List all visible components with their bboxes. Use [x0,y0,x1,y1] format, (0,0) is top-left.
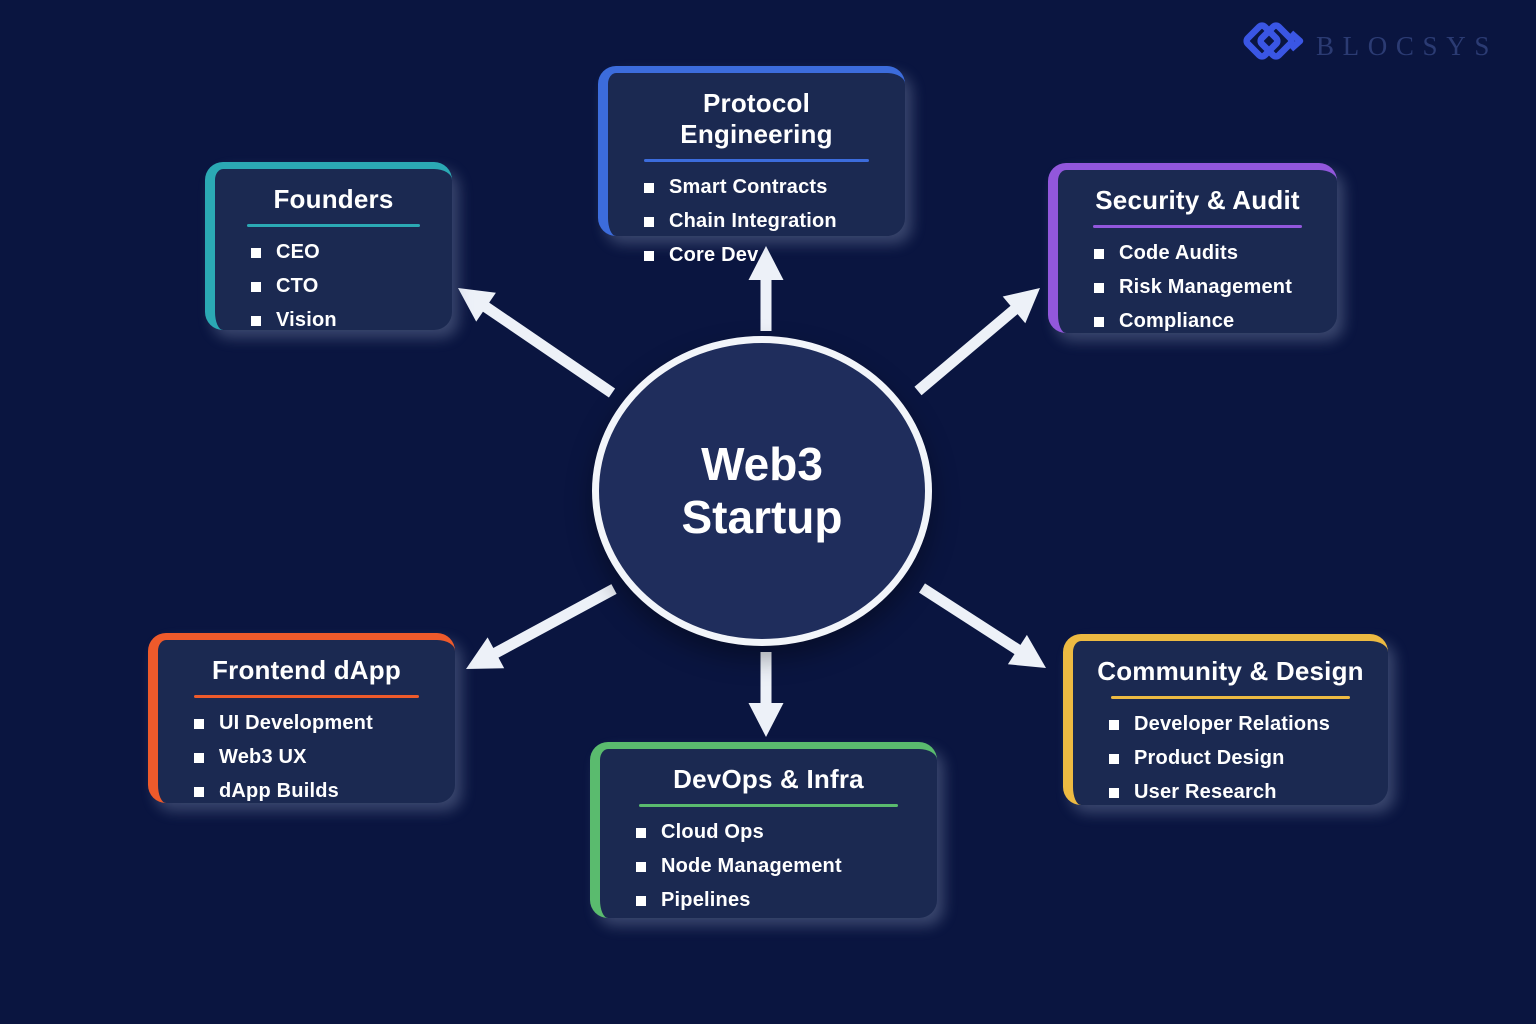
list-item: Core Dev [644,244,887,267]
blocsys-diamonds-icon [1242,18,1304,73]
list-item: Compliance [1094,310,1319,333]
node-security-audit: Security & Audit Code Audits Risk Manage… [1048,163,1337,333]
node-item-list: Smart Contracts Chain Integration Core D… [626,176,887,267]
bullet-square-icon [636,895,646,906]
list-item: User Research [1109,781,1370,804]
bullet-square-icon [251,281,261,292]
title-underline [194,695,419,698]
list-item: UI Development [194,712,437,735]
title-underline [1110,696,1351,699]
node-frontend-dapp: Frontend dApp UI Development Web3 UX dAp… [148,633,455,803]
list-item: Chain Integration [644,210,887,233]
arrow-founders [458,288,616,398]
node-community-design: Community & Design Developer Relations P… [1063,634,1388,805]
arrow-protocol-engineering [748,246,784,331]
brand-logo: BLOCSYS [1242,18,1498,73]
bullet-square-icon [1094,248,1104,259]
list-item: Vision [251,309,434,332]
list-item: Cloud Ops [636,821,919,844]
list-item: Code Audits [1094,242,1319,265]
node-item-list: Developer Relations Product Design User … [1091,713,1370,804]
list-item: CEO [251,241,434,264]
bullet-square-icon [1109,787,1119,798]
bullet-square-icon [1094,282,1104,293]
node-title: Community & Design [1097,656,1364,686]
title-underline [644,159,869,162]
bullet-square-icon [194,752,204,763]
bullet-square-icon [251,247,261,258]
node-item-list: Code Audits Risk Management Compliance [1076,242,1319,333]
bullet-square-icon [194,786,204,797]
brand-name: BLOCSYS [1315,31,1498,61]
title-underline [1093,225,1302,228]
node-title: Protocol Engineering [680,88,833,149]
center-node: Web3 Startup [592,336,932,646]
arrow-frontend-dapp [466,584,617,669]
arrow-security-audit [914,288,1040,396]
node-title: Frontend dApp [212,655,401,685]
node-title: Security & Audit [1095,185,1300,215]
list-item: Developer Relations [1109,713,1370,736]
list-item: Web3 UX [194,746,437,769]
bullet-square-icon [1094,316,1104,327]
bullet-square-icon [194,718,204,729]
bullet-square-icon [644,182,654,193]
list-item: dApp Builds [194,780,437,803]
bullet-square-icon [1109,753,1119,764]
bullet-square-icon [251,315,261,326]
list-item: Risk Management [1094,276,1319,299]
node-title: Founders [273,184,394,214]
node-item-list: CEO CTO Vision [233,241,434,332]
node-item-list: UI Development Web3 UX dApp Builds [176,712,437,803]
title-underline [247,224,420,227]
arrow-devops-infra [748,652,784,737]
center-node-title: Web3 Startup [681,437,843,543]
list-item: Node Management [636,855,919,878]
node-title: DevOps & Infra [673,764,864,794]
bullet-square-icon [636,861,646,872]
arrow-community-design [919,583,1046,668]
node-devops-infra: DevOps & Infra Cloud Ops Node Management… [590,742,937,918]
list-item: CTO [251,275,434,298]
list-item: Product Design [1109,747,1370,770]
node-founders: Founders CEO CTO Vision [205,162,452,332]
node-protocol-engineering: Protocol Engineering Smart Contracts Cha… [598,66,905,266]
bullet-square-icon [644,250,654,261]
bullet-square-icon [1109,719,1119,730]
node-item-list: Cloud Ops Node Management Pipelines [618,821,919,912]
list-item: Pipelines [636,889,919,912]
bullet-square-icon [636,827,646,838]
title-underline [639,804,898,807]
list-item: Smart Contracts [644,176,887,199]
bullet-square-icon [644,216,654,227]
